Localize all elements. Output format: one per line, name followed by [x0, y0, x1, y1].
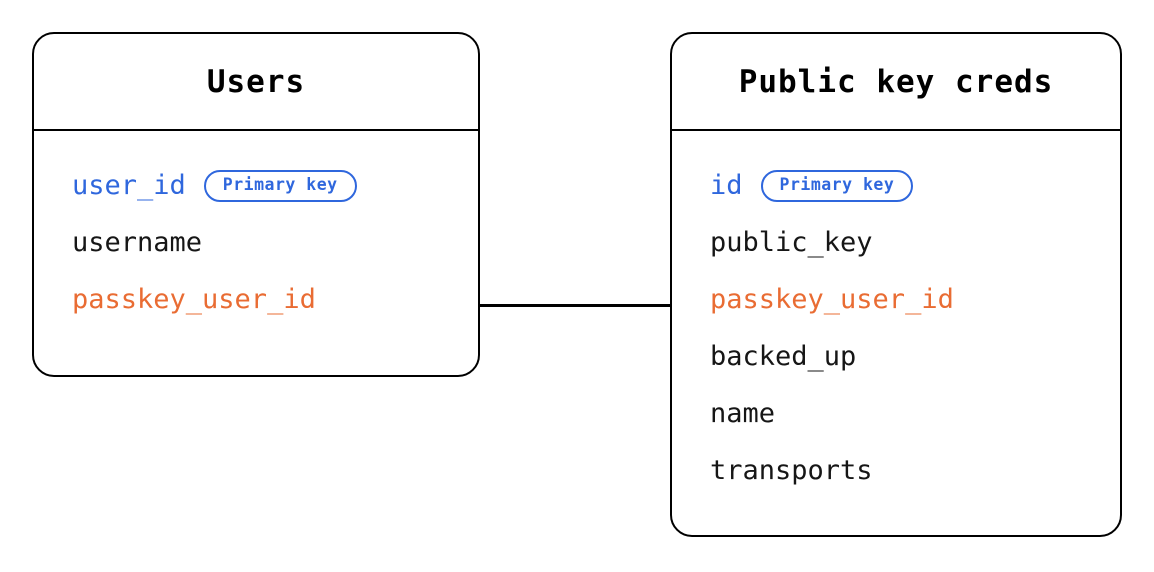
primary-key-badge: Primary key — [203, 169, 357, 202]
relationship-line-users-to-public-key-creds — [478, 304, 672, 307]
field-row[interactable]: transports — [672, 442, 1120, 499]
field-name: user_id — [72, 170, 186, 201]
field-row[interactable]: backed_up — [672, 328, 1120, 385]
field-row[interactable]: username — [34, 214, 478, 271]
entity-title-users: Users — [34, 34, 478, 131]
field-row[interactable]: id Primary key — [672, 157, 1120, 214]
field-name: passkey_user_id — [72, 284, 316, 315]
field-name: name — [710, 398, 776, 429]
field-row[interactable]: passkey_user_id — [672, 271, 1120, 328]
field-name: transports — [710, 455, 873, 486]
field-name: username — [72, 227, 203, 258]
entity-title-public-key-creds: Public key creds — [672, 34, 1120, 131]
field-name: id — [710, 170, 743, 201]
primary-key-badge: Primary key — [760, 169, 914, 202]
field-row[interactable]: public_key — [672, 214, 1120, 271]
field-row[interactable]: name — [672, 385, 1120, 442]
field-name: backed_up — [710, 341, 857, 372]
field-name: public_key — [710, 227, 873, 258]
field-row[interactable]: passkey_user_id — [34, 271, 478, 328]
field-name: passkey_user_id — [710, 284, 954, 315]
field-row[interactable]: user_id Primary key — [34, 157, 478, 214]
